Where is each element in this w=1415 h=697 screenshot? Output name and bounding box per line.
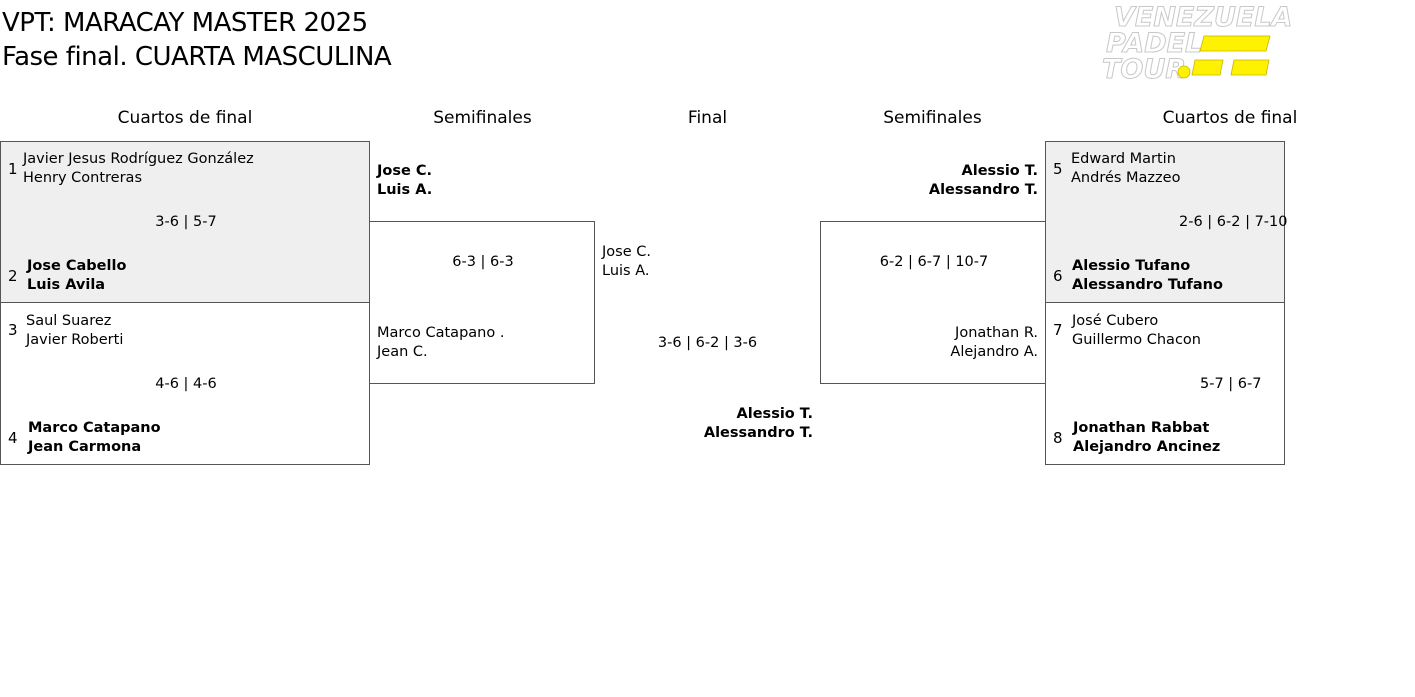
page-title: VPT: MARACAY MASTER 2025 Fase final. CUA… (2, 6, 392, 74)
logo-line-1: VENEZUELA (1114, 2, 1292, 33)
round-header-final: Final (687, 108, 728, 128)
final-score: 3-6 | 6-2 | 3-6 (657, 335, 758, 351)
player-name: Saul Suarez (26, 313, 112, 329)
seed-number: 3 (8, 321, 18, 339)
venezuela-padel-tour-logo: VENEZUELA PADEL TOUR (1102, 2, 1293, 86)
seed-number: 6 (1053, 267, 1063, 285)
player-name-winner: Alessandro T. (928, 182, 1038, 198)
match-sf-right[interactable]: 6-2 | 6-7 | 10-7 Jonathan R. Alejandro A… (820, 221, 1046, 384)
player-name-winner: Jonathan Rabbat (1073, 420, 1210, 436)
player-name-winner: Luis Avila (27, 277, 106, 293)
seed-number: 8 (1053, 429, 1063, 447)
round-header-qf-left: Cuartos de final (117, 108, 253, 128)
seed-number: 7 (1053, 321, 1063, 339)
player-name-winner: Jose Cabello (27, 258, 127, 274)
match-score: 5-7 | 6-7 (1200, 376, 1262, 392)
player-name: Jonathan R. (955, 325, 1038, 341)
round-header-sf-right: Semifinales (883, 108, 982, 128)
match-score: 6-2 | 6-7 | 10-7 (879, 254, 989, 270)
seed-number: 5 (1053, 160, 1063, 178)
round-header-sf-left: Semifinales (433, 108, 532, 128)
match-score: 4-6 | 4-6 (155, 376, 217, 392)
logo-line-2: PADEL (1106, 28, 1202, 59)
player-name: Javier Jesus Rodríguez González (23, 151, 254, 167)
logo-line-3: TOUR (1102, 54, 1186, 85)
seed-number: 1 (8, 160, 18, 178)
player-name-winner: Jose C. (377, 163, 433, 179)
seed-number: 2 (8, 267, 18, 285)
player-name: Jose C. (602, 244, 651, 260)
player-name-winner: Alessio Tufano (1072, 258, 1191, 274)
match-qf-left-1[interactable]: 1 Javier Jesus Rodríguez González Henry … (0, 141, 370, 303)
player-name-winner: Alessio T. (961, 163, 1038, 179)
player-name: Luis A. (602, 263, 650, 279)
player-name: Marco Catapano . (377, 325, 505, 341)
player-name-winner: Alejandro Ancinez (1073, 439, 1221, 455)
player-name: Alejandro A. (950, 344, 1038, 360)
champion-name: Alessio T. (736, 406, 813, 422)
match-score: 3-6 | 5-7 (155, 214, 217, 230)
player-name: José Cubero (1072, 313, 1159, 329)
match-qf-right-1[interactable]: 5 Edward Martin Andrés Mazzeo 2-6 | 6-2 … (1045, 141, 1288, 303)
match-score: 6-3 | 6-3 (452, 254, 514, 270)
player-name: Guillermo Chacon (1072, 332, 1201, 348)
match-score: 2-6 | 6-2 | 7-10 (1179, 214, 1288, 230)
player-name-winner: Alessandro Tufano (1072, 277, 1223, 293)
round-header-qf-right: Cuartos de final (1162, 108, 1298, 128)
player-name-winner: Marco Catapano (28, 420, 161, 436)
player-name-winner: Luis A. (377, 182, 433, 198)
title-line-2: Fase final. CUARTA MASCULINA (2, 42, 392, 72)
title-line-1: VPT: MARACAY MASTER 2025 (2, 8, 368, 38)
match-sf-left[interactable]: 6-3 | 6-3 Marco Catapano . Jean C. (369, 221, 595, 384)
logo-racket-icon (1177, 35, 1271, 79)
match-qf-left-2[interactable]: 3 Saul Suarez Javier Roberti 4-6 | 4-6 4… (0, 302, 370, 465)
seed-number: 4 (8, 429, 18, 447)
player-name: Andrés Mazzeo (1071, 170, 1181, 186)
player-name: Javier Roberti (26, 332, 124, 348)
player-name-winner: Jean Carmona (28, 439, 142, 455)
player-name: Edward Martin (1071, 151, 1176, 167)
champion-name: Alessandro T. (703, 425, 813, 441)
player-name: Jean C. (377, 344, 428, 360)
player-name: Henry Contreras (23, 170, 143, 186)
match-qf-right-2[interactable]: 7 José Cubero Guillermo Chacon 5-7 | 6-7… (1045, 302, 1285, 465)
